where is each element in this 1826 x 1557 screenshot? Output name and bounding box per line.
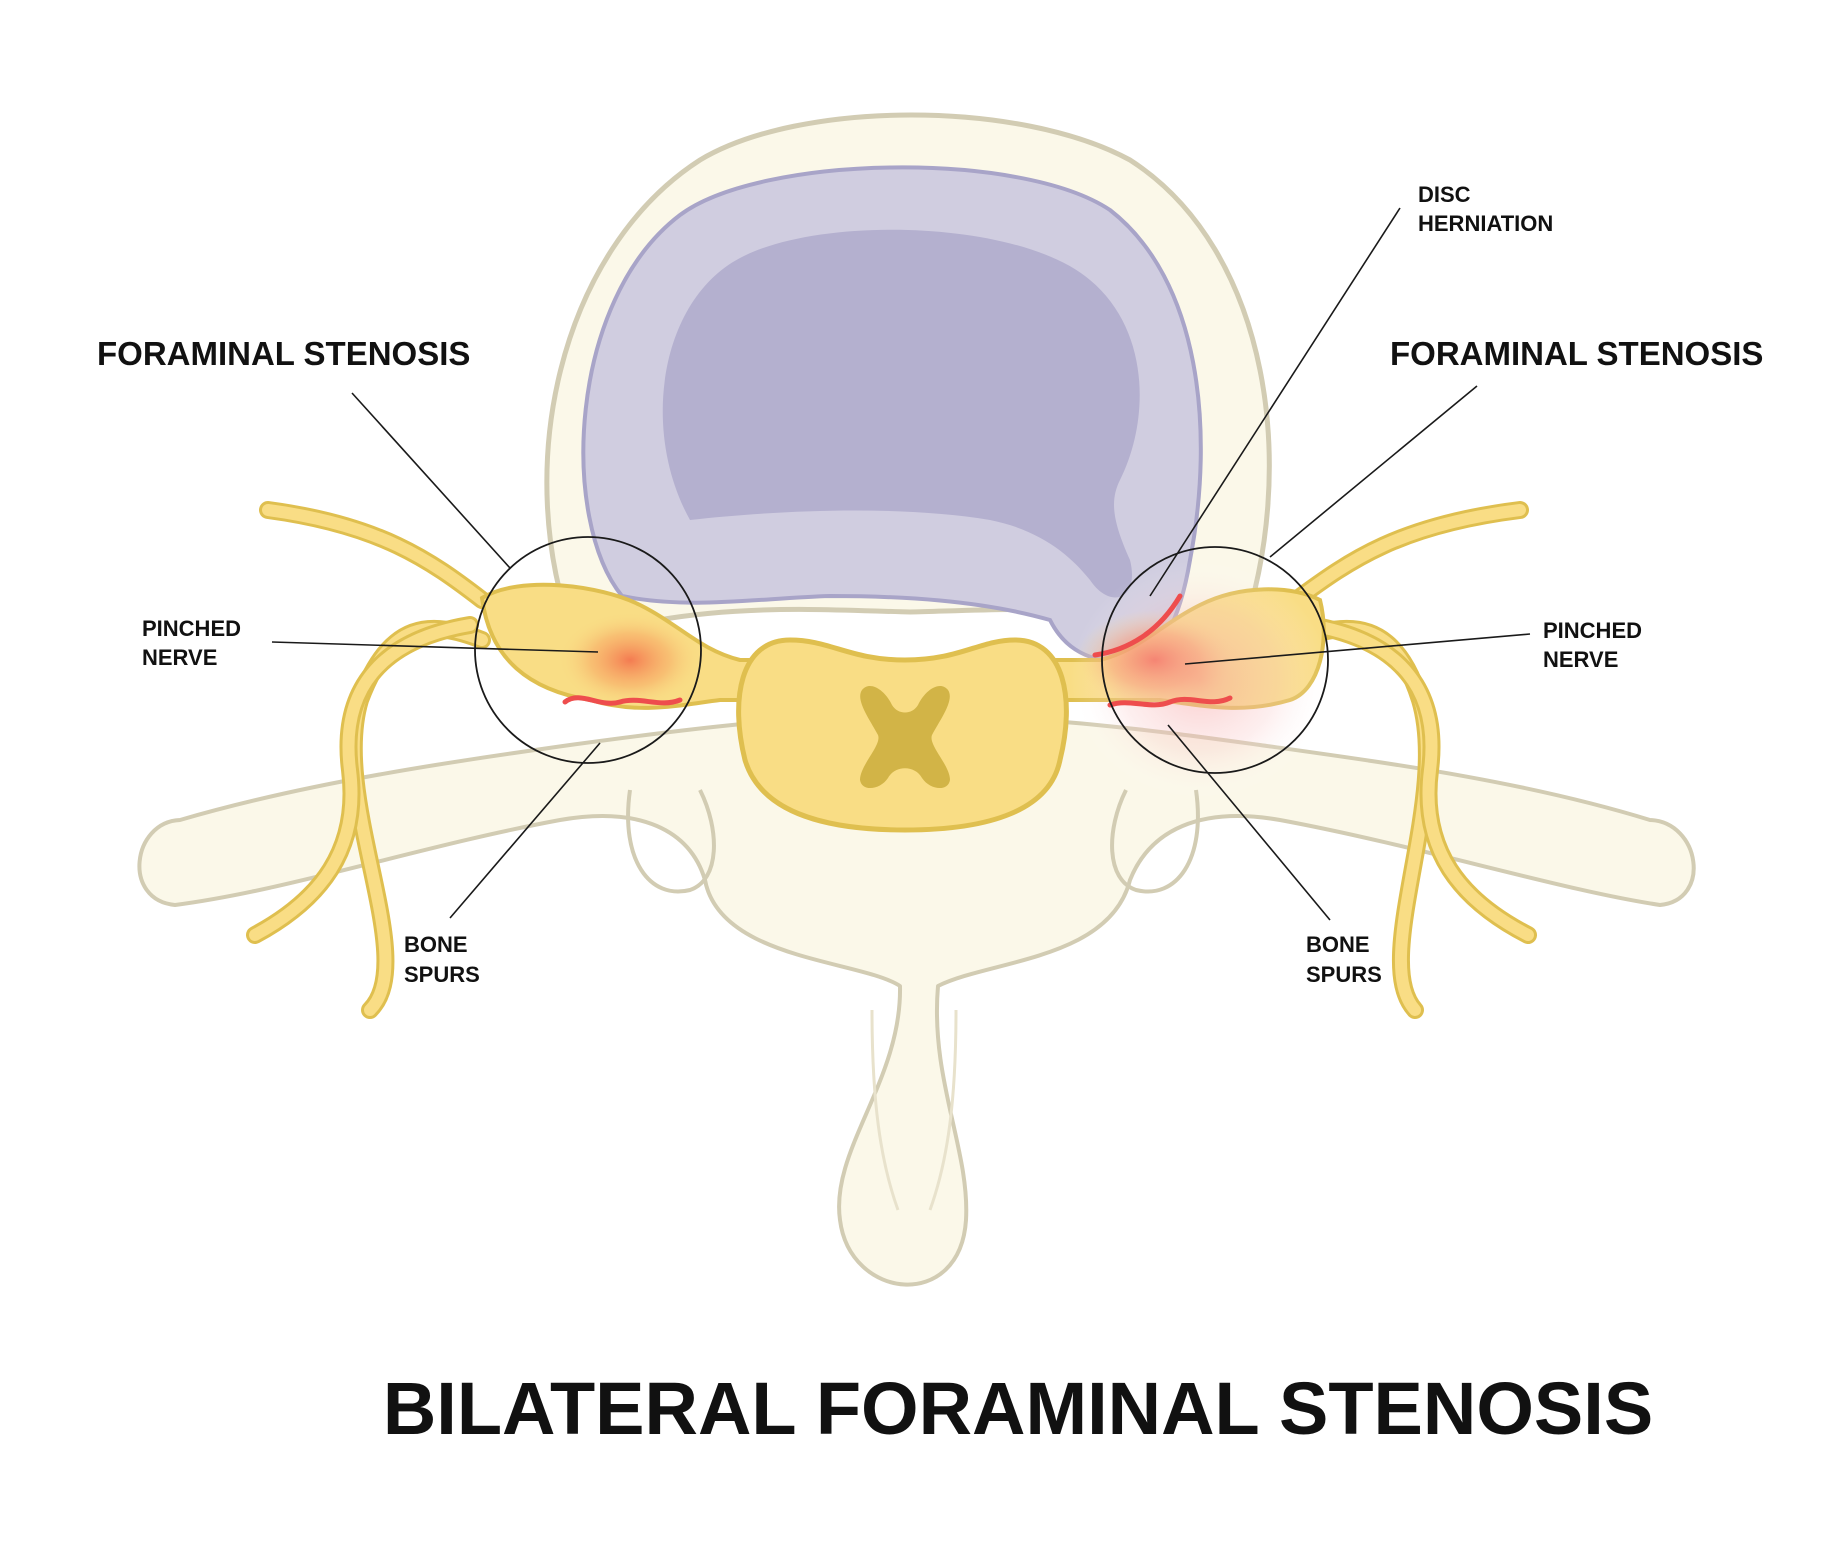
leader-foraminal-left [351,392,511,569]
right-nerve-root [1287,501,1537,1019]
label-pinched-nerve-left-line2: NERVE [142,645,217,670]
disc-nucleus [662,229,1140,598]
label-disc-herniation-line1: DISC [1418,182,1471,207]
leader-disc-herniation [1149,207,1401,597]
left-pain-glow [558,612,702,708]
left-nerve-root [246,501,491,1019]
label-pinched-nerve-left-line1: PINCHED [142,616,241,641]
leader-bone-right [1167,724,1331,921]
left-bone-spur-edge [562,695,683,706]
right-zoom-circle [1101,546,1329,774]
leader-pinched-right [1184,633,1531,665]
spinous-ridge-right [928,1009,958,1211]
spinal-cord-gray-matter [860,685,950,789]
leader-foraminal-right [1269,385,1478,558]
diagram-title: BILATERAL FORAMINAL STENOSIS [383,1367,1653,1450]
label-pinched-nerve-right-line2: NERVE [1543,647,1618,672]
leader-pinched-left [271,641,599,653]
right-bone-spur-edge [1107,695,1233,708]
label-bone-spurs-right-line2: SPURS [1306,962,1382,987]
label-foraminal-stenosis-right: FORAMINAL STENOSIS [1390,335,1763,372]
label-bone-spurs-left-line1: BONE [404,932,468,957]
label-bone-spurs-right-line1: BONE [1306,932,1370,957]
left-zoom-circle [474,536,702,764]
label-foraminal-stenosis-left: FORAMINAL STENOSIS [97,335,470,372]
label-bone-spurs-left-line2: SPURS [404,962,480,987]
left-facet [626,789,716,894]
spinous-ridge [870,1009,900,1211]
right-facet [1110,789,1200,894]
disc-herniation-edge [1092,593,1183,658]
label-disc-herniation-line2: HERNIATION [1418,211,1553,236]
label-pinched-nerve-right-line1: PINCHED [1543,618,1642,643]
leader-bone-left [449,742,601,919]
